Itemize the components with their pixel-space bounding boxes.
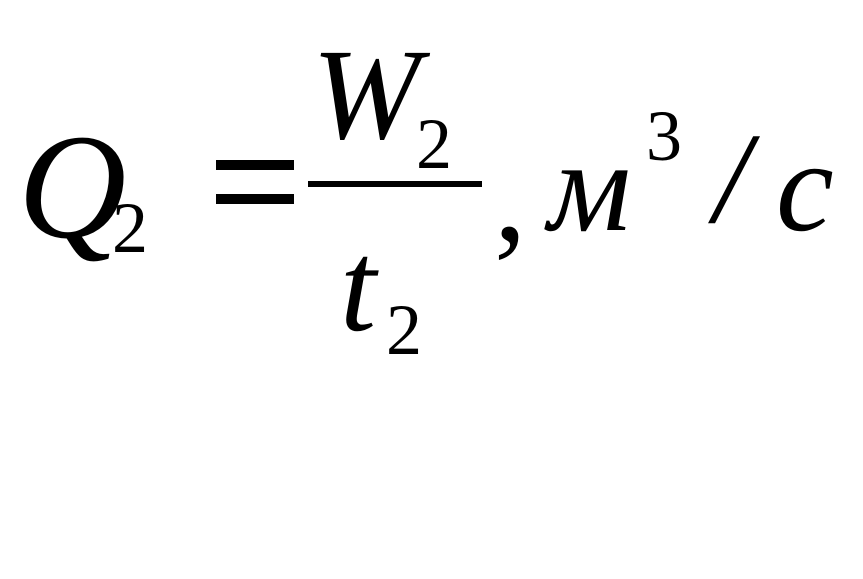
numerator-symbol: W [312, 23, 421, 167]
comma-separator: , [494, 125, 527, 269]
unit-denominator: с [776, 115, 834, 259]
denominator-symbol: t [340, 215, 377, 359]
equals-sign-top-bar [216, 160, 294, 170]
numerator-subscript: 2 [416, 104, 452, 184]
unit-exponent: 3 [646, 96, 682, 176]
denominator-subscript: 2 [386, 290, 422, 370]
unit-base: м [548, 115, 631, 259]
lhs-symbol: Q [18, 104, 127, 270]
unit-slash: / [714, 107, 751, 251]
lhs-subscript: 2 [112, 188, 148, 268]
fraction-bar [308, 181, 482, 187]
equals-sign-bottom-bar [216, 194, 294, 204]
